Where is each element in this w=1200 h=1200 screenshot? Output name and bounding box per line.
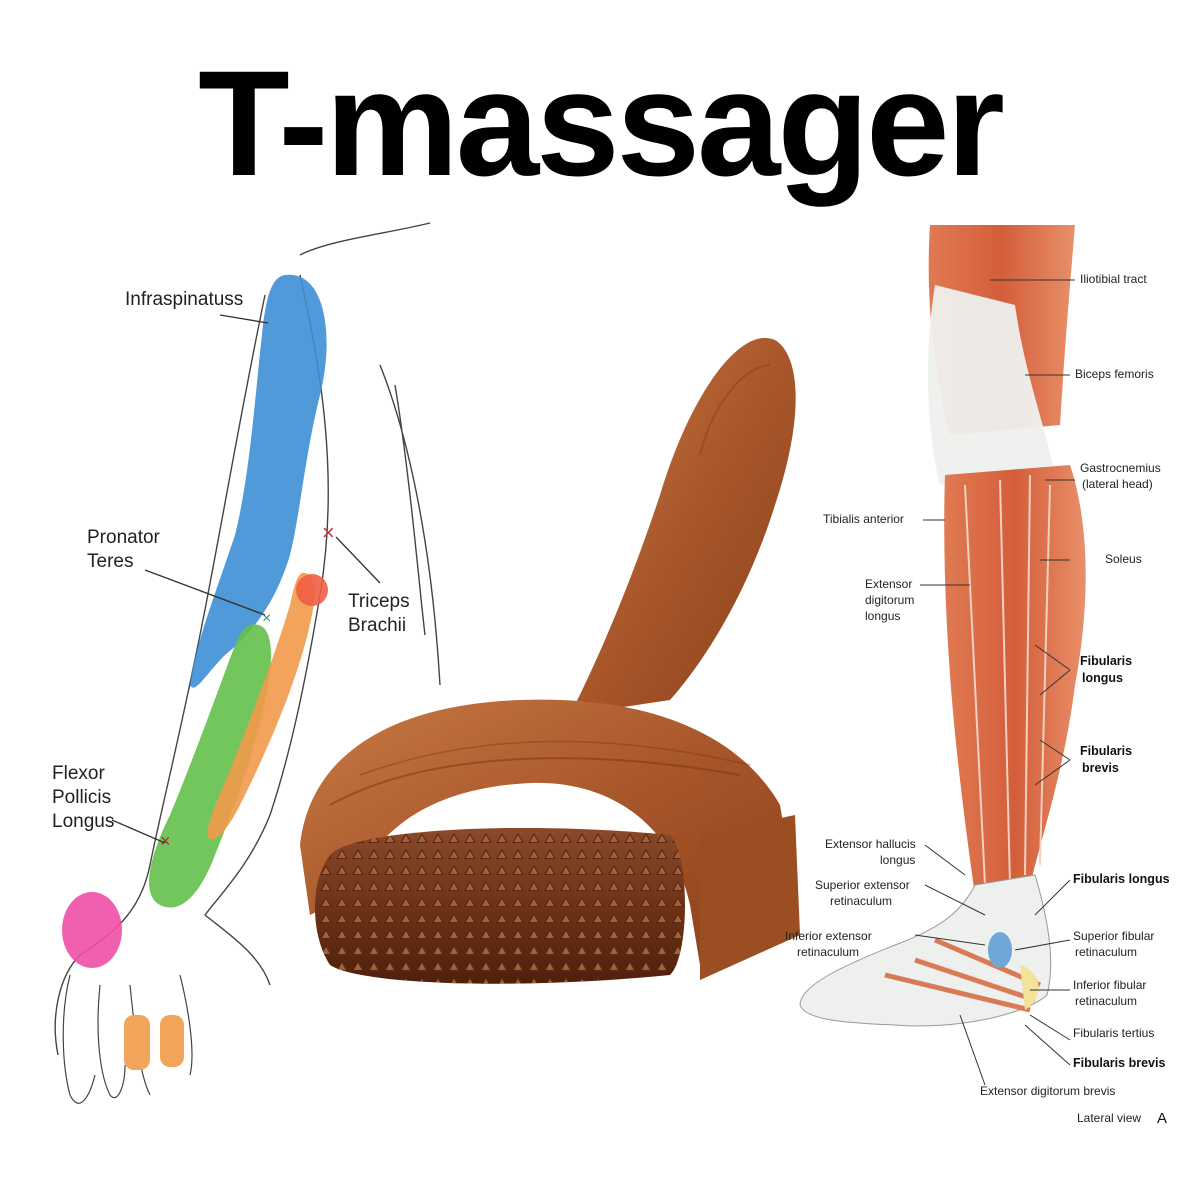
label-view-letter: A	[1157, 1110, 1167, 1127]
label-tibialis-anterior: Tibialis anterior	[823, 512, 904, 526]
massager-frame	[300, 699, 795, 965]
label-pronator-line1: Pronator	[87, 527, 161, 548]
pronator-teres-referral-zone	[149, 624, 271, 908]
label-inferior-fibular-line1: Inferior fibular	[1073, 978, 1146, 992]
label-superior-extensor-line2: retinaculum	[830, 894, 892, 908]
arm-trigger-point-diagram: × × × Infraspinatuss Pronator Teres Tric…	[52, 222, 441, 1104]
label-biceps-femoris: Biceps femoris	[1075, 367, 1154, 381]
flexor-pollicis-referral-zone	[62, 892, 122, 968]
label-fibularis-longus-line1: Fibularis	[1080, 654, 1132, 668]
label-infraspinatus: Infraspinatuss	[125, 289, 243, 310]
lateral-malleolus	[988, 932, 1012, 968]
fingertip-zone	[160, 1015, 184, 1067]
label-fibularis-brevis-line2: brevis	[1082, 761, 1119, 775]
ankle-and-foot	[799, 874, 1052, 1027]
hand-outline	[62, 974, 193, 1104]
label-fibularis-tertius: Fibularis tertius	[1073, 1026, 1154, 1040]
page-title: T-massager	[198, 39, 1005, 207]
triceps-trigger-spot	[296, 574, 328, 606]
label-superior-extensor-line1: Superior extensor	[815, 878, 910, 892]
label-fibularis-longus-line2: longus	[1082, 671, 1123, 685]
label-superior-fibular-line1: Superior fibular	[1073, 929, 1154, 943]
label-lateral-view: Lateral view	[1077, 1111, 1141, 1125]
trigger-x-mark: ×	[262, 610, 271, 627]
massager-side-plate	[700, 815, 800, 980]
label-extensor-digitorum-line2: digitorum	[865, 593, 914, 607]
label-extensor-digitorum-line3: longus	[865, 609, 900, 623]
label-triceps-line1: Triceps	[348, 591, 410, 612]
label-superior-fibular-line2: retinaculum	[1075, 945, 1137, 959]
label-flexor-line1: Flexor	[52, 763, 105, 784]
label-inferior-fibular-line2: retinaculum	[1075, 994, 1137, 1008]
label-iliotibial: Iliotibial tract	[1080, 272, 1147, 286]
label-fibularis-brevis-line1: Fibularis	[1080, 744, 1132, 758]
label-extensor-digitorum-line1: Extensor	[865, 577, 912, 591]
label-extensor-hallucis-line1: Extensor hallucis	[825, 837, 916, 851]
label-flexor-line2: Pollicis	[52, 787, 111, 808]
label-extensor-digitorum-brevis: Extensor digitorum brevis	[980, 1084, 1115, 1098]
triceps-referral-zone	[207, 572, 315, 840]
label-gastrocnemius-line2: (lateral head)	[1082, 477, 1153, 491]
leg-muscle-diagram: Iliotibial tract Biceps femoris Gastrocn…	[785, 225, 1170, 1127]
label-fibularis-longus-tendon: Fibularis longus	[1073, 872, 1170, 886]
trigger-x-mark: ×	[322, 520, 335, 545]
arm-outline	[54, 222, 441, 1056]
label-flexor-line3: Longus	[52, 811, 114, 832]
label-inferior-extensor-line1: Inferior extensor	[785, 929, 872, 943]
label-gastrocnemius-line1: Gastrocnemius	[1080, 461, 1161, 475]
label-pronator-line2: Teres	[87, 551, 133, 572]
knee-tendons	[928, 285, 1055, 485]
label-soleus: Soleus	[1105, 552, 1142, 566]
massager-handle	[570, 337, 796, 715]
fingertip-zone	[124, 1015, 150, 1070]
label-inferior-extensor-line2: retinaculum	[797, 945, 859, 959]
trigger-x-mark: ×	[160, 831, 171, 851]
wooden-t-massager-photo	[300, 337, 800, 984]
lower-leg-muscles	[944, 465, 1086, 895]
label-extensor-hallucis-line2: longus	[880, 853, 915, 867]
label-triceps-line2: Brachii	[348, 615, 406, 636]
infraspinatus-referral-zone	[190, 274, 327, 688]
label-fibularis-brevis-tendon: Fibularis brevis	[1073, 1056, 1165, 1070]
